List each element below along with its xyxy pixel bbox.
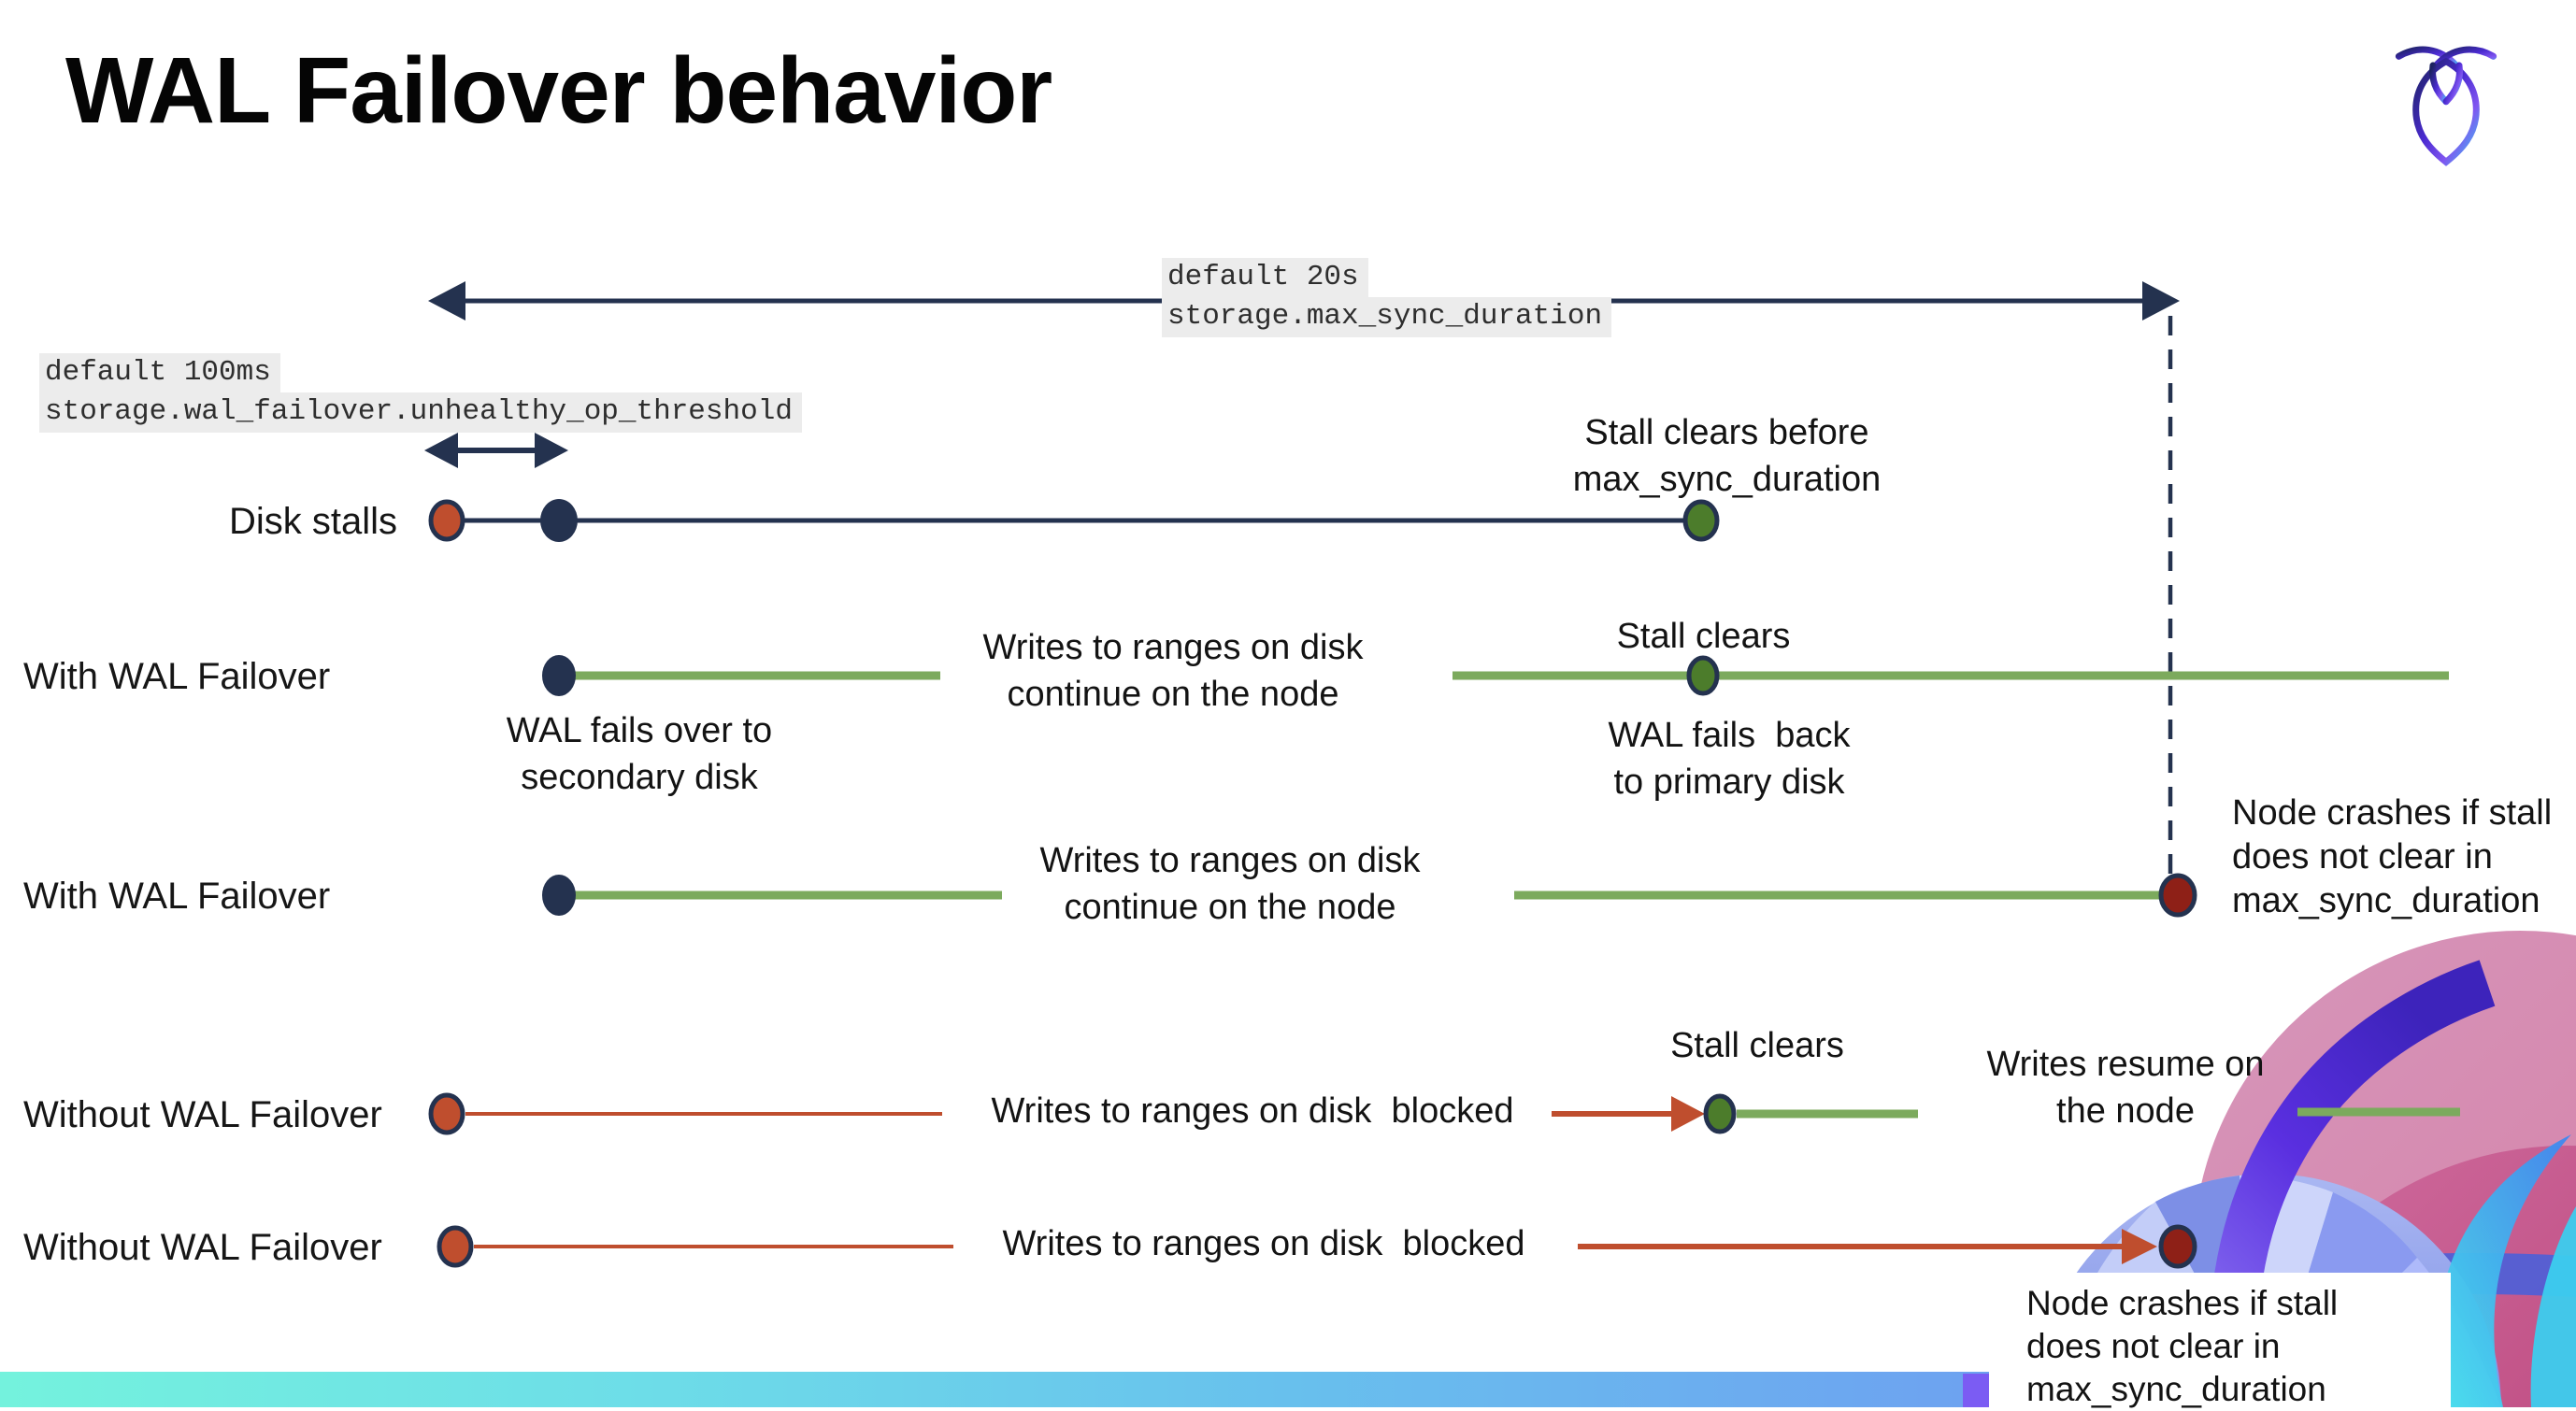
annotation-stall-clears-before: Stall clears before max_sync_duration <box>1572 413 1882 499</box>
stall-start-dot <box>428 1092 465 1135</box>
max-sync-arrowhead-right <box>2142 281 2180 321</box>
threshold-arrowhead-right <box>535 433 568 468</box>
row-label-with-wal-failover-1: With WAL Failover <box>23 656 331 697</box>
annotation-writes-blocked-1: Writes to ranges on disk blocked <box>991 1091 1514 1131</box>
annotation-wal-fails-back: WAL fails back to primary disk <box>1608 716 1851 802</box>
logo-branch-right <box>2442 62 2463 106</box>
unhealthy-op-setting-row: storage.wal_failover.unhealthy_op_thresh… <box>39 392 802 433</box>
unhealthy-op-default-label-row: default 100ms <box>39 353 280 393</box>
row-label-without-wal-failover-1: Without WAL Failover <box>23 1094 382 1135</box>
threshold-arrowhead-left <box>424 433 458 468</box>
max-sync-arrowhead-left <box>428 281 465 321</box>
stall-clears-dot <box>1686 655 1720 696</box>
failover-dot <box>542 875 576 916</box>
annotation-writes-resume: Writes resume on the node <box>1986 1045 2265 1131</box>
annotation-node-crash-2: Node crashes if stall does not clear in … <box>2026 1284 2339 1408</box>
annotation-node-crash-1: Node crashes if stall does not clear in … <box>2232 793 2553 920</box>
annotation-stall-clears-2: Stall clears <box>1670 1026 1844 1065</box>
row-label-without-wal-failover-2: Without WAL Failover <box>23 1227 382 1268</box>
page-title: WAL Failover behavior <box>65 38 1052 143</box>
stall-start-dot <box>428 499 465 542</box>
crash-callout-box: Node crashes if stall does not clear in … <box>1989 1273 2451 1408</box>
max-sync-default-label-row: default 20s <box>1162 258 1368 298</box>
annotation-wal-fails-over: WAL fails over to secondary disk <box>506 711 773 797</box>
unhealthy-op-setting-label: storage.wal_failover.unhealthy_op_thresh… <box>39 392 802 433</box>
stall-clears-dot <box>1703 1093 1737 1134</box>
stall-clears-dot <box>1682 499 1720 542</box>
row-label-disk-stalls: Disk stalls <box>228 501 397 542</box>
max-sync-default-label: default 20s <box>1162 258 1368 298</box>
logo-branch-left <box>2429 62 2450 106</box>
annotation-writes-continue-2: Writes to ranges on disk continue on the… <box>1039 841 1421 927</box>
artwork-cyan-blade <box>2437 1134 2571 1407</box>
annotation-writes-blocked-2: Writes to ranges on disk blocked <box>1002 1224 1525 1263</box>
unhealthy-op-default-label: default 100ms <box>39 353 280 393</box>
annotation-stall-clears-1: Stall clears <box>1616 617 1791 656</box>
writes-blocked-arrowhead <box>1671 1096 1705 1132</box>
max-sync-setting-row: storage.max_sync_duration <box>1162 297 1612 337</box>
cockroachdb-logo-icon <box>2395 46 2497 166</box>
stall-start-dot <box>436 1225 474 1268</box>
max-sync-setting-label: storage.max_sync_duration <box>1162 297 1612 337</box>
failover-dot <box>542 655 576 696</box>
threshold-dot <box>540 499 578 542</box>
row-label-with-wal-failover-2: With WAL Failover <box>23 876 331 917</box>
artwork-cyan-blade <box>2530 1206 2576 1407</box>
annotation-writes-continue-1: Writes to ranges on disk continue on the… <box>982 628 1364 714</box>
